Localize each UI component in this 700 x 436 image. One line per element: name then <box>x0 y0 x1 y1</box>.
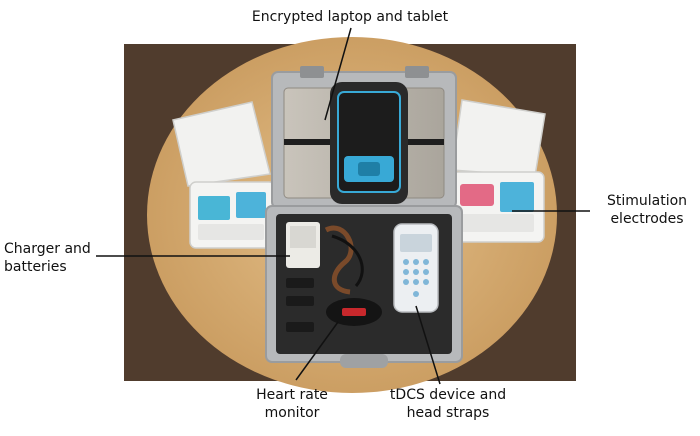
label-electrodes: Stimulation electrodes <box>594 192 700 228</box>
case-base <box>265 205 463 368</box>
label-heart-rate: Heart rate monitor <box>232 386 352 422</box>
tablet <box>330 82 408 204</box>
callout-heart <box>295 321 339 381</box>
right-electrode-box <box>451 99 546 243</box>
callout-laptop <box>324 27 352 121</box>
label-tdcs-line2: head straps <box>406 405 490 421</box>
label-laptop-tablet: Encrypted laptop and tablet <box>251 9 449 25</box>
label-charger: Charger and batteries <box>4 240 94 276</box>
label-electrodes-line1: Stimulation <box>606 193 688 209</box>
label-charger-line2: batteries <box>4 259 67 275</box>
label-heart-line2: monitor <box>264 405 320 421</box>
label-tdcs: tDCS device and head straps <box>378 386 518 422</box>
callout-tdcs <box>415 305 441 385</box>
label-charger-line1: Charger and <box>4 241 91 257</box>
label-tdcs-line1: tDCS device and <box>389 387 507 403</box>
label-electrodes-line2: electrodes <box>610 211 684 227</box>
label-heart-line1: Heart rate <box>256 387 328 403</box>
